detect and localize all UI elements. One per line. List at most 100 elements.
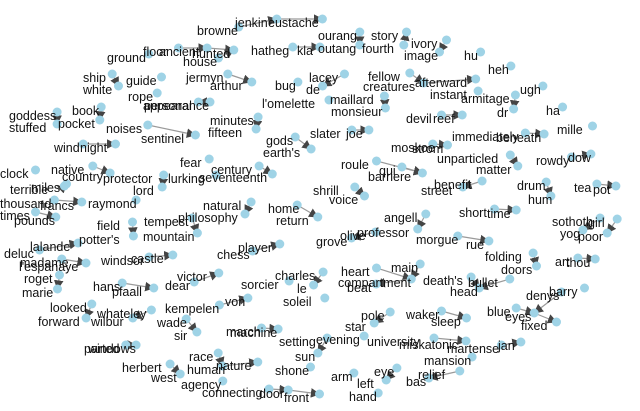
node-label-monsieur: monsieur <box>331 105 382 119</box>
node-philosophy <box>240 209 250 219</box>
node-pole <box>385 307 395 317</box>
node-label-front: front <box>284 391 310 405</box>
node-label-mountain: mountain <box>143 230 194 244</box>
node-sothoth <box>595 213 605 223</box>
node-label-human: human <box>187 363 225 377</box>
edge-door-to-front <box>288 388 321 398</box>
node-grove <box>347 233 356 243</box>
node-de <box>318 81 328 91</box>
node-label-sleep: sleep <box>431 315 461 329</box>
node-jenkin <box>272 14 282 24</box>
node-natural <box>246 197 256 207</box>
node-label-jermyn: jermyn <box>185 71 224 85</box>
node-voice <box>360 191 369 201</box>
node-label-fellow: fellow <box>368 70 401 84</box>
edge-deluc-to-lalande <box>39 239 80 251</box>
node-drum <box>541 177 551 187</box>
node-label-mille: mille <box>557 123 583 137</box>
node-short <box>490 204 499 214</box>
node-label-times: times <box>0 209 30 223</box>
node-label-story: story <box>371 29 399 43</box>
node-armitage <box>510 90 520 100</box>
node-immediately <box>520 128 530 138</box>
node-label-reef: reef <box>433 112 455 126</box>
node-kla <box>315 42 325 52</box>
node-heart <box>372 263 381 273</box>
edge-human-to-nature <box>222 358 259 368</box>
node-label-stuffed: stuffed <box>9 121 46 135</box>
node-label-poor: poor <box>578 230 603 244</box>
node-label-rue: rue <box>466 238 484 252</box>
node-doors <box>532 261 541 271</box>
edge-creatures-to-afterward <box>423 74 477 85</box>
node-label-grove: grove <box>316 235 347 249</box>
node-dow <box>586 149 596 159</box>
node-label-wilbur: wilbur <box>90 315 124 329</box>
node-label-professor: professor <box>357 226 409 240</box>
node-label-eye: eye <box>374 365 394 379</box>
node-devil <box>437 110 446 120</box>
node-von <box>243 293 253 303</box>
node-marie <box>53 284 62 294</box>
node-label-windsor: windsor <box>100 254 144 268</box>
node-art <box>573 253 583 263</box>
node-ground <box>144 49 154 59</box>
node-label-race: race <box>189 350 213 364</box>
node-benefit <box>477 176 487 186</box>
node-label-francs: francs <box>40 199 74 213</box>
node-yog <box>578 225 588 235</box>
node-dr <box>509 104 519 114</box>
node-label-arthur: arthur <box>210 79 243 93</box>
edge-noises-to-sentinel <box>147 124 197 138</box>
node-charles <box>318 267 328 277</box>
node-star <box>369 318 379 328</box>
node-label-heart: heart <box>341 265 370 279</box>
node-label-voice: voice <box>329 193 358 207</box>
node-label-charles: charles <box>275 269 315 283</box>
node-label-player: player <box>238 241 272 255</box>
node-beneath <box>539 129 549 139</box>
node-relief <box>455 366 465 376</box>
node-label-art: art <box>555 255 570 269</box>
node-minutes <box>253 112 263 122</box>
node-native <box>88 161 98 171</box>
node-label-drum: drum <box>517 179 545 193</box>
node-afterward <box>471 74 481 84</box>
node-label-guide: guide <box>126 74 157 88</box>
node-label-star: star <box>345 320 366 334</box>
node-setting <box>322 333 332 343</box>
node-label-whateley: whateley <box>96 307 147 321</box>
node-roget <box>55 270 64 280</box>
node-madame <box>57 254 67 264</box>
node-victor <box>214 268 224 278</box>
node-wade <box>181 314 191 324</box>
node-fourth <box>399 40 409 50</box>
node-image <box>435 47 444 57</box>
node-label-relief: relief <box>418 368 446 382</box>
node-label-thou: thou <box>566 256 590 270</box>
node-label-heh: heh <box>488 63 509 77</box>
node-label-time: time <box>487 207 511 221</box>
node-fear <box>204 154 214 164</box>
node-label-creatures: creatures <box>363 80 415 94</box>
node-label-seventeenth: seventeenth <box>199 171 267 185</box>
node-label-sun: sun <box>295 350 315 364</box>
node-label-looked: looked <box>50 301 87 315</box>
node-label-short: short <box>459 206 487 220</box>
node-wind <box>78 139 88 149</box>
node-book <box>96 102 106 112</box>
node-angell <box>421 209 431 219</box>
node-label-door: door <box>259 387 284 401</box>
node-player <box>275 239 285 249</box>
node-label-sir: sir <box>174 329 187 343</box>
node-white <box>114 81 123 91</box>
node-herbert <box>165 359 175 369</box>
node-label-wind: wind <box>53 141 80 155</box>
node-label-image: image <box>404 49 438 63</box>
node-label-joe: joe <box>345 127 363 141</box>
node-lalande <box>73 238 83 248</box>
node-qui <box>397 162 407 172</box>
node-label-ivory: ivory <box>411 37 438 51</box>
node-label-clock: clock <box>0 167 29 181</box>
